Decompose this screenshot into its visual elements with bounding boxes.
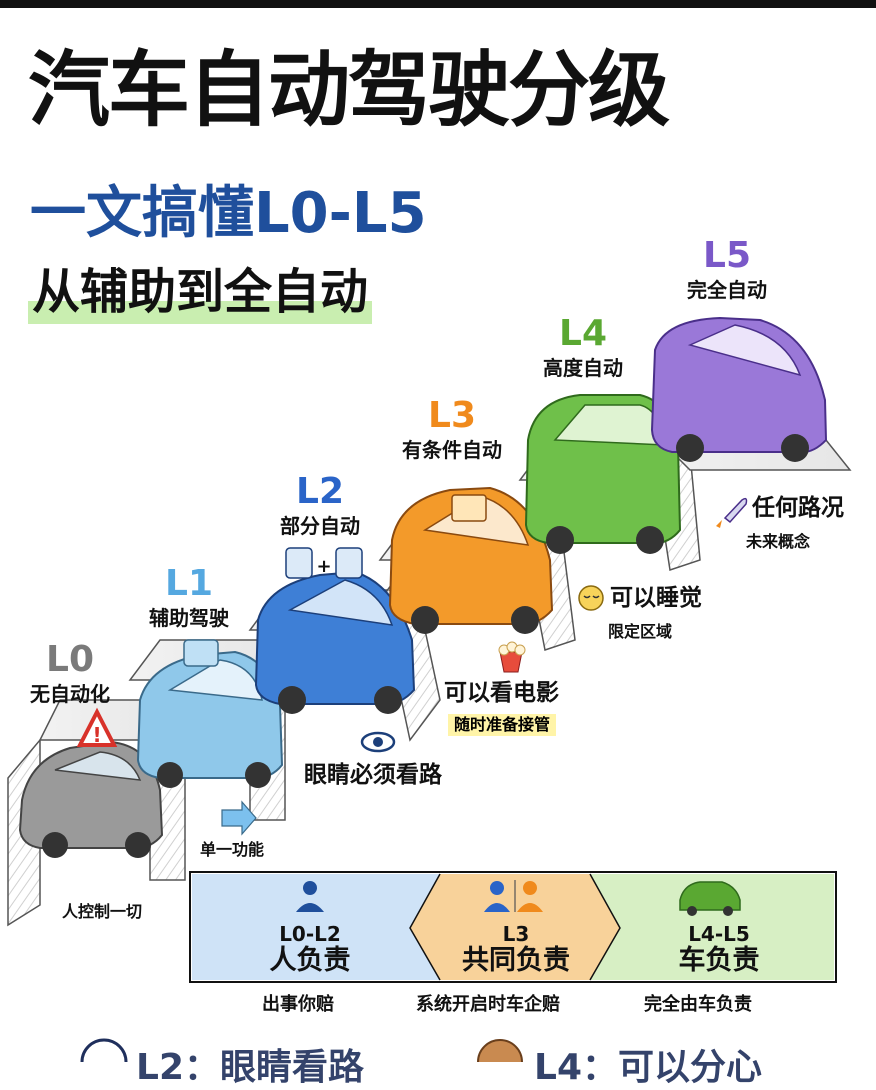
screen-icon (451, 494, 487, 522)
level-code: L4 (559, 313, 607, 354)
warning-icon (76, 707, 118, 747)
car-l3 (388, 486, 554, 634)
level-code: L3 (428, 395, 476, 436)
footer-human: 出事你赔 (262, 994, 334, 1015)
footer-car: 完全由车负责 (644, 994, 752, 1015)
person-icon (296, 881, 324, 912)
note-l3-warn: 随时准备接管 (448, 714, 557, 736)
eye-icon (360, 731, 396, 753)
panel-responsibility: 人负责 (269, 944, 351, 976)
panel-responsibility: 车负责 (678, 944, 760, 976)
note-l0: 人控制一切 (62, 902, 143, 921)
car-l2 (254, 570, 416, 714)
footer-shared: 系统开启时车企赔 (416, 994, 560, 1015)
car-l5 (650, 316, 828, 462)
two-people-icon (484, 880, 543, 912)
responsibility-band (189, 871, 837, 983)
car-l0 (18, 740, 164, 858)
note-l1: 单一功能 (200, 840, 265, 859)
cutoff-text-left: L2：眼睛看路 (136, 1047, 364, 1088)
band-blue (192, 874, 440, 980)
level-l5: L5 完全自动 (672, 235, 782, 302)
level-code: L2 (296, 471, 344, 512)
level-code: L1 (165, 563, 213, 604)
panel-range: L0-L2 (279, 921, 341, 946)
level-l1: L1 辅助驾驶 (134, 563, 244, 630)
note-l2: 眼睛必须看路 (304, 762, 442, 788)
note-l5-main: 任何路况 (752, 495, 844, 521)
sleep-face-icon (578, 585, 604, 611)
lane-assist-icon (335, 547, 363, 579)
face-icon-bottom (477, 1039, 523, 1062)
popcorn-icon (498, 641, 526, 673)
level-name: 辅助驾驶 (149, 606, 229, 630)
level-name: 部分自动 (280, 514, 360, 538)
level-code: L0 (46, 639, 94, 680)
level-l0: L0 无自动化 (22, 639, 118, 706)
panel-car: L4-L5 车负责 (604, 872, 834, 984)
svg-text:+: + (316, 556, 331, 577)
level-name: 无自动化 (30, 682, 110, 706)
page-subtitle: 一文搞懂L0-L5 (30, 181, 427, 246)
panel-responsibility: 共同负责 (462, 944, 570, 976)
steering-icon (285, 547, 313, 579)
level-name: 完全自动 (687, 278, 767, 302)
cutoff-text-right: L4：可以分心 (534, 1047, 762, 1088)
rocket-icon (716, 497, 748, 528)
panel-human: L0-L2 人负责 (192, 872, 428, 984)
level-name: 有条件自动 (402, 438, 502, 462)
note-l3-main: 可以看电影 (444, 680, 559, 706)
car-icon (679, 881, 741, 916)
panel-range: L3 (502, 921, 530, 946)
page-tagline: 从辅助到全自动 (28, 264, 373, 324)
lane-icon (183, 639, 219, 667)
level-l2: L2 部分自动 (268, 471, 372, 538)
band-green (590, 874, 834, 980)
note-l4-main: 可以睡觉 (610, 585, 702, 611)
level-l3: L3 有条件自动 (388, 395, 516, 462)
note-l5-sub: 未来概念 (746, 532, 811, 551)
car-l1 (136, 650, 284, 788)
level-l4: L4 高度自动 (528, 313, 638, 380)
panel-shared: L3 共同负责 (430, 872, 602, 984)
panel-range: L4-L5 (688, 921, 750, 946)
level-code: L5 (703, 235, 751, 276)
note-l4-sub: 限定区域 (608, 622, 673, 641)
svg-text:!: ! (92, 723, 101, 747)
level-name: 高度自动 (543, 356, 623, 380)
arrow-right-icon (221, 800, 257, 836)
staircase-scene: ! + (7, 316, 852, 1062)
eye-icon-bottom (80, 1038, 128, 1062)
band-orange (410, 874, 620, 980)
top-bar (0, 0, 876, 8)
page-title: 汽车自动驾驶分级 (28, 43, 670, 138)
